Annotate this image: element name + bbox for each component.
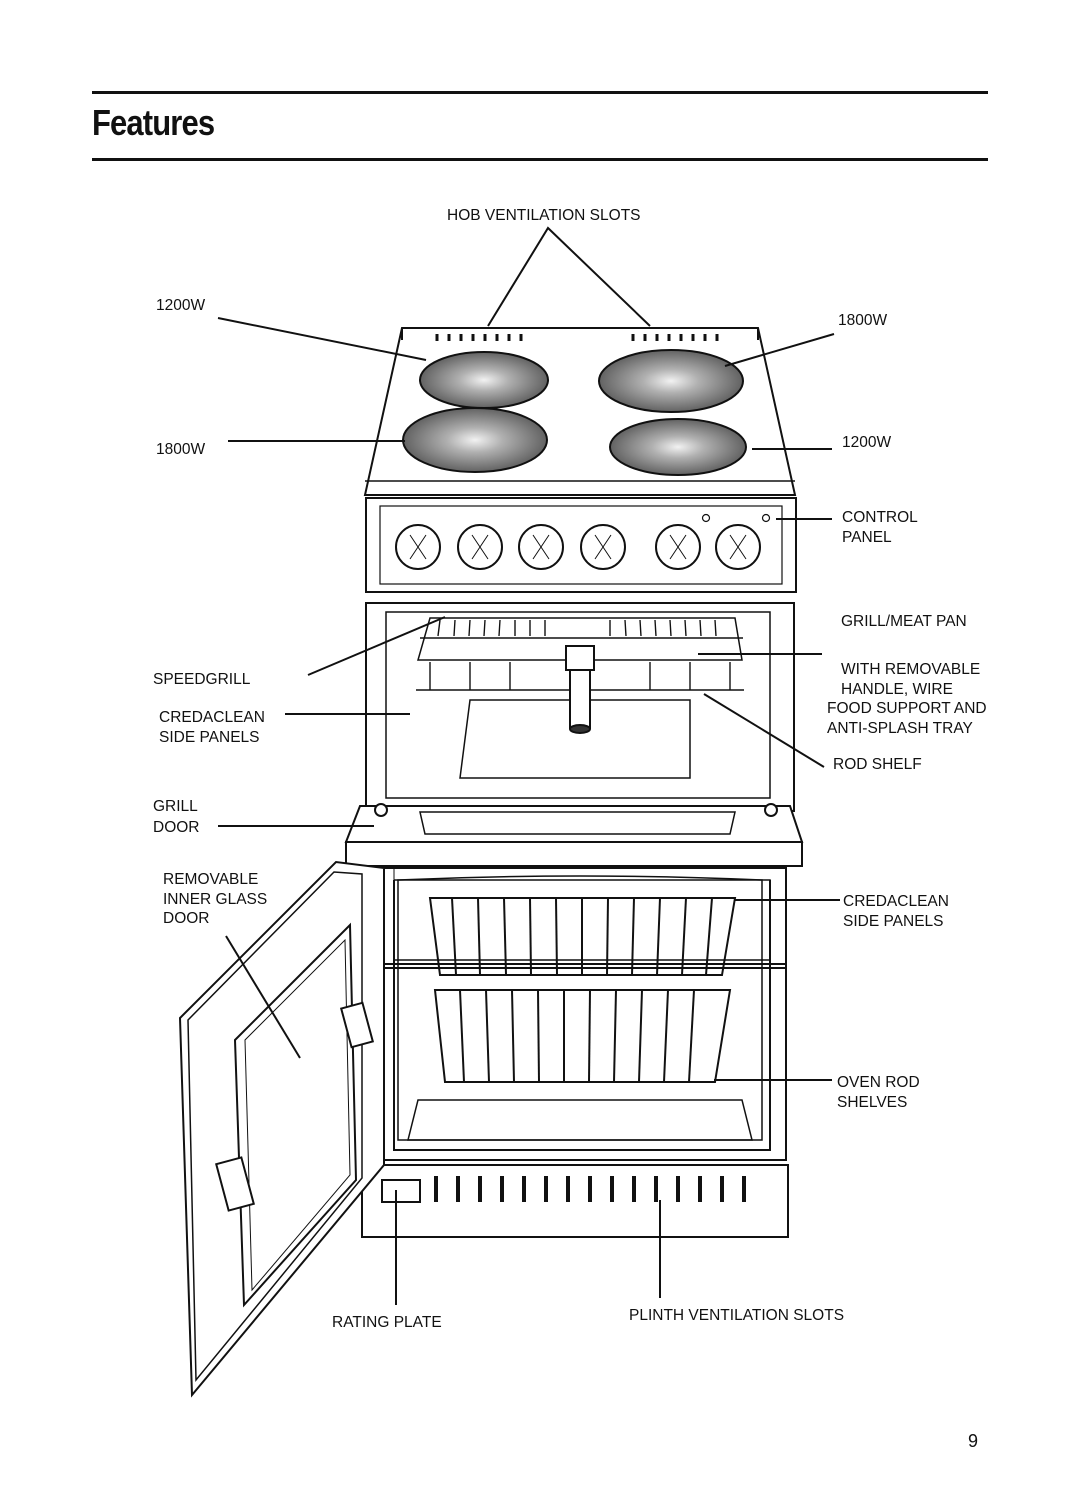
hotplate-front-right: [609, 418, 747, 476]
leader-speedgrill: [307, 616, 446, 676]
oven-door-open: [178, 860, 385, 1398]
rating-plate: [381, 1179, 421, 1203]
top-rule: [92, 91, 988, 94]
plinth: [361, 1164, 789, 1238]
labels: HOB VENTILATION SLOTS 1200W 1800W 1800W …: [153, 207, 987, 1331]
label-credaclean-lower-2: SIDE PANELS: [843, 913, 944, 930]
label-1800w-front: 1800W: [156, 441, 205, 458]
oven-rod-shelf-upper: [428, 897, 737, 976]
label-control-panel-2: PANEL: [842, 529, 892, 546]
grill-pan-handle: [565, 645, 595, 734]
label-inner-glass-1: REMOVABLE: [163, 871, 258, 888]
page-title: Features: [92, 102, 215, 143]
label-1800w-rear: 1800W: [838, 312, 887, 329]
label-grill-door-2: DOOR: [153, 819, 200, 836]
label-rating-plate: RATING PLATE: [332, 1314, 442, 1331]
label-grill-pan-1: GRILL/MEAT PAN: [841, 613, 967, 630]
label-1200w-rear: 1200W: [156, 297, 205, 314]
label-grill-pan-3: HANDLE, WIRE: [841, 681, 953, 698]
title-underline: [92, 158, 988, 161]
control-knobs: [395, 513, 771, 570]
leader-rod-shelf: [703, 693, 825, 768]
leader-lines: [217, 226, 840, 1305]
indicator-light: [701, 513, 711, 523]
label-control-panel-1: CONTROL: [842, 509, 918, 526]
leader-1200w-rear: [217, 317, 427, 361]
grill-pan-grid: [429, 619, 731, 690]
label-grill-pan-4: FOOD SUPPORT AND: [827, 700, 987, 717]
label-inner-glass-3: DOOR: [163, 910, 210, 927]
oven-rod-shelf-lower: [433, 989, 732, 1083]
leader-hob-vent: [487, 226, 651, 327]
hotplate-front-left: [402, 407, 548, 473]
leader-1800w-rear: [724, 333, 835, 367]
label-hob-ventilation-slots: HOB VENTILATION SLOTS: [447, 207, 641, 224]
leader-inner-glass: [225, 935, 301, 1059]
plinth-ventilation-slots: [434, 1176, 746, 1202]
page-number: 9: [968, 1431, 979, 1451]
label-grill-door-1: GRILL: [153, 798, 198, 815]
label-grill-pan-5: ANTI-SPLASH TRAY: [827, 720, 973, 737]
label-oven-shelves-2: SHELVES: [837, 1094, 907, 1111]
label-credaclean-upper-2: SIDE PANELS: [159, 729, 260, 746]
label-speedgrill: SPEEDGRILL: [153, 671, 251, 688]
label-inner-glass-2: INNER GLASS: [163, 891, 267, 908]
oven-compartment: [383, 867, 787, 1161]
label-1200w-front: 1200W: [842, 434, 891, 451]
label-grill-pan-2: WITH REMOVABLE: [841, 661, 980, 678]
grill-door: [344, 803, 804, 867]
hotplate-rear-right: [598, 349, 744, 413]
label-rod-shelf: ROD SHELF: [833, 756, 922, 773]
hob-ventilation-slots: [435, 334, 719, 341]
label-plinth-vent: PLINTH VENTILATION SLOTS: [629, 1307, 844, 1324]
hob: [363, 327, 797, 496]
label-oven-shelves-1: OVEN ROD: [837, 1074, 920, 1091]
indicator-light: [761, 513, 771, 523]
hotplate-rear-left: [419, 351, 549, 409]
label-credaclean-upper-1: CREDACLEAN: [159, 709, 265, 726]
label-credaclean-lower-1: CREDACLEAN: [843, 893, 949, 910]
